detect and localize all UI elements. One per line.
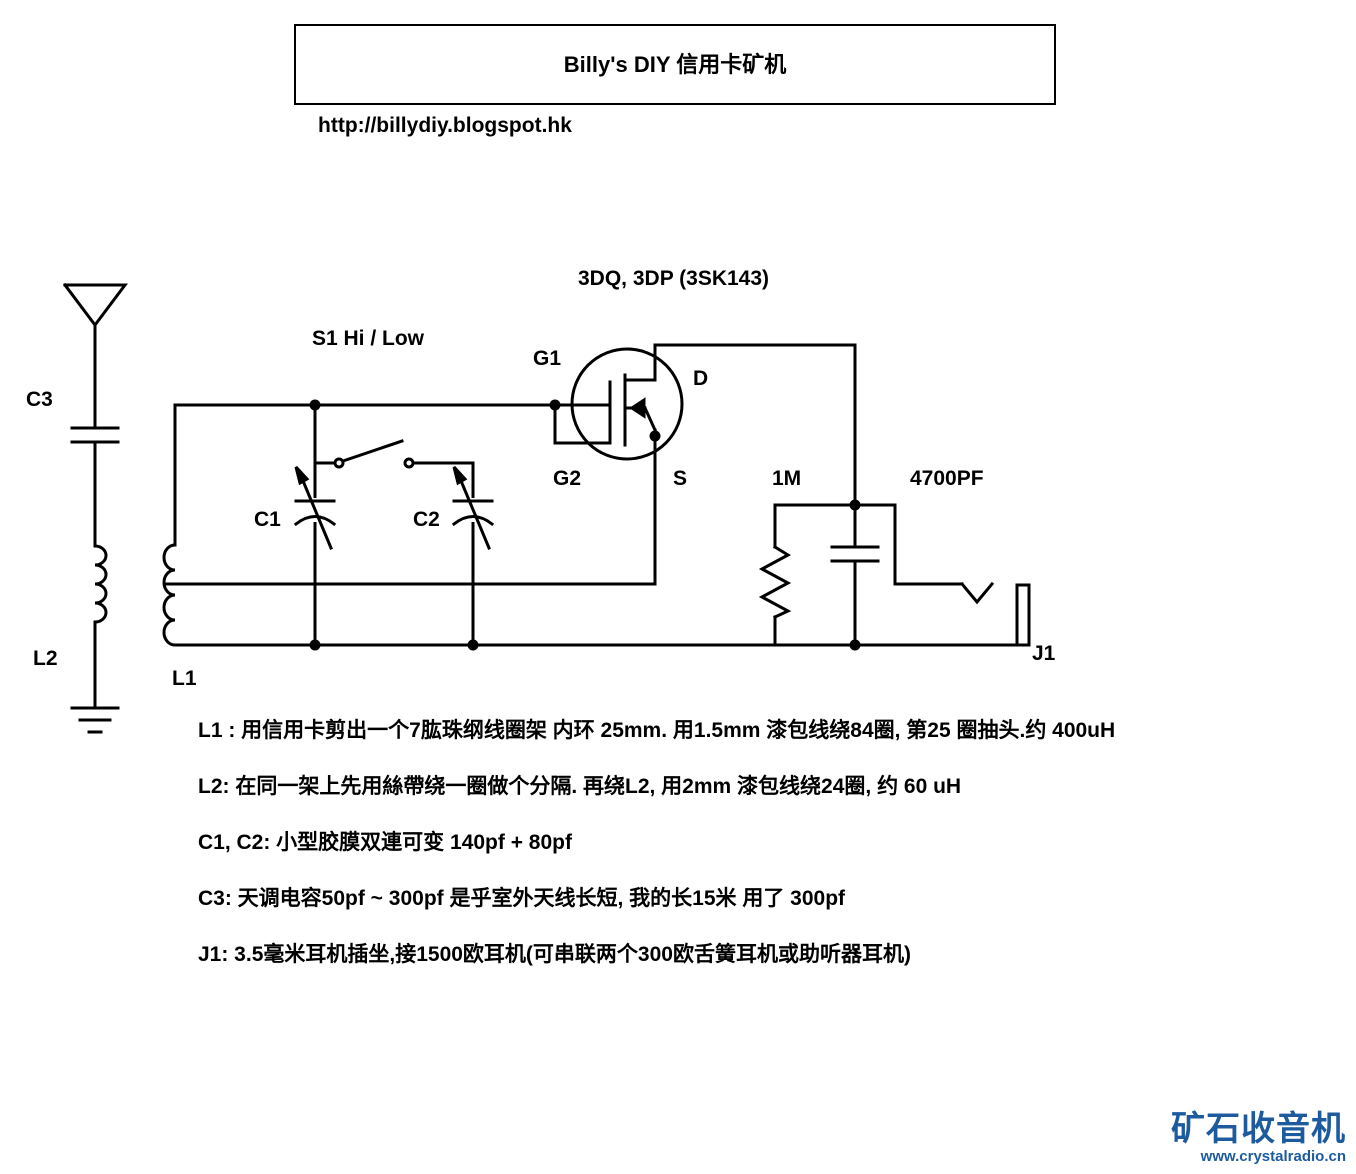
mosfet-transistor <box>553 343 684 586</box>
headphone-jack-j1 <box>893 503 1031 647</box>
capacitor-4700pf <box>830 545 880 647</box>
title-box <box>294 24 1056 105</box>
switch-label: S1 Hi / Low <box>312 327 425 350</box>
watermark-name: 矿石收音机 <box>1171 1109 1346 1149</box>
inductor-l2 <box>93 544 108 710</box>
label-j1: J1 <box>1032 642 1056 665</box>
blog-url: http://billydiy.blogspot.hk <box>318 114 572 137</box>
pin-g1-label: G1 <box>533 347 561 370</box>
label-4700pf: 4700PF <box>910 467 984 490</box>
label-l2: L2 <box>33 647 58 670</box>
pin-s-label: S <box>673 467 687 490</box>
note-c3: C3: 天调电容50pf ~ 300pf 是乎室外天线长短, 我的长15米 用了… <box>198 887 846 910</box>
note-l2: L2: 在同一架上先用絲帶绕一圈做个分隔. 再绕L2, 用2mm 漆包线绕24圈… <box>198 775 962 798</box>
label-1m: 1M <box>772 467 801 490</box>
label-c1: C1 <box>254 508 281 531</box>
ground-symbol <box>70 706 120 734</box>
label-c3: C3 <box>26 388 53 411</box>
label-l1: L1 <box>172 667 197 690</box>
capacitor-c1 <box>293 465 337 550</box>
capacitor-c2 <box>451 465 495 550</box>
watermark-url: www.crystalradio.cn <box>1200 1148 1346 1165</box>
pin-g2-label: G2 <box>553 467 581 490</box>
note-l1: L1 : 用信用卡剪出一个7肱珠纲线圈架 内环 25mm. 用1.5mm 漆包线… <box>198 719 1116 742</box>
inductor-l1 <box>162 543 177 647</box>
resistor-1m <box>758 503 792 647</box>
switch-s1 <box>333 439 475 469</box>
component-notes: L1 : 用信用卡剪出一个7肱珠纲线圈架 内环 25mm. 用1.5mm 漆包线… <box>198 716 1318 996</box>
watermark: 矿石收音机 www.crystalradio.cn <box>1171 1110 1346 1166</box>
antenna-symbol <box>62 282 128 430</box>
junction-dots <box>309 399 861 651</box>
page-title: Billy's DIY 信用卡矿机 <box>564 52 786 77</box>
pin-d-label: D <box>693 367 708 390</box>
note-j1: J1: 3.5毫米耳机插坐,接1500欧耳机(可串联两个300欧舌簧耳机或助听器… <box>198 943 911 966</box>
capacitor-c3 <box>70 426 120 548</box>
label-c2: C2 <box>413 508 440 531</box>
transistor-label: 3DQ, 3DP (3SK143) <box>578 267 769 290</box>
note-c1-c2: C1, C2: 小型胶膜双連可变 140pf + 80pf <box>198 831 572 854</box>
